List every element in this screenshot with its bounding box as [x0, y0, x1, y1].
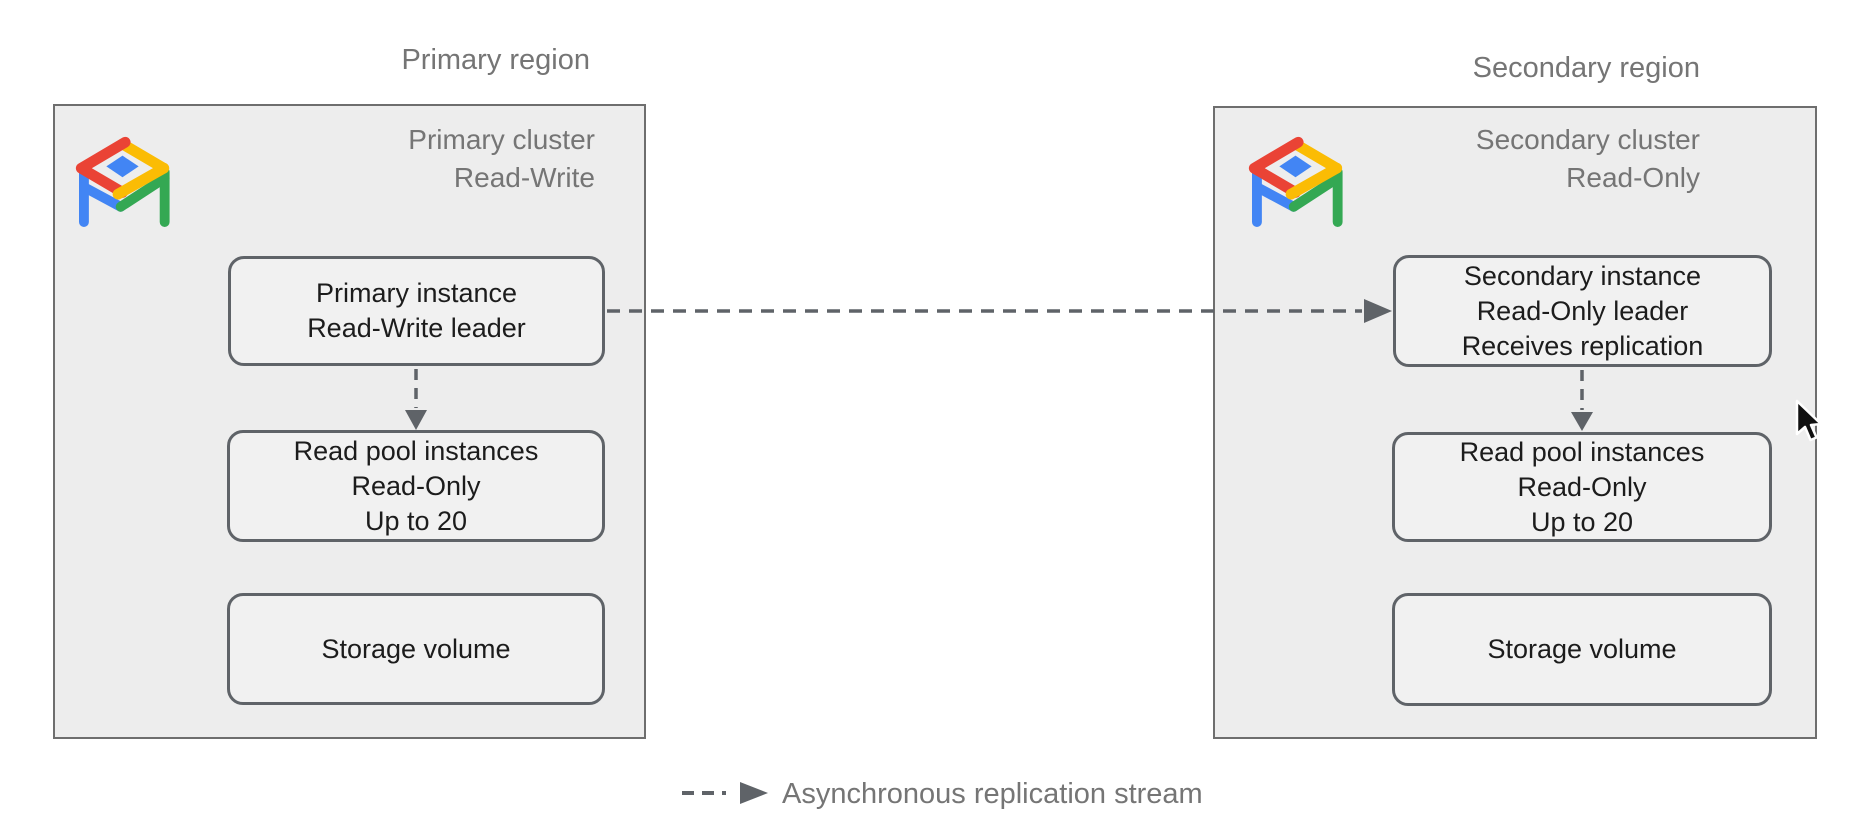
node-text-line: Storage volume: [1487, 634, 1677, 664]
node-text-line: Primary instance: [315, 278, 518, 308]
node-text-line: Receives replication: [1461, 330, 1704, 361]
node-text-line: Read pool instances: [1459, 436, 1705, 467]
node-text-line: Secondary instance: [1463, 260, 1702, 291]
node-text-line: Read-Only: [1517, 471, 1647, 502]
primary-read-pool-node: Read pool instances Read-Only Up to 20: [227, 430, 605, 542]
node-text-line: Storage volume: [321, 633, 511, 664]
primary-region-title: Primary region: [401, 44, 590, 76]
node-text-line: Read-Write leader: [307, 313, 526, 343]
primary-instance-node: Primary instance Read-Write leader: [228, 256, 605, 366]
node-text-line: Read-Only: [351, 470, 481, 501]
legend-label: Asynchronous replication stream: [782, 778, 1203, 810]
primary-storage-volume-node: Storage volume: [227, 593, 605, 705]
primary-cluster-title-line1: Primary cluster: [408, 124, 595, 155]
secondary-region-title: Secondary region: [1472, 52, 1700, 84]
alloydb-logo-icon: [1248, 136, 1343, 227]
secondary-cluster-title-line1: Secondary cluster: [1475, 124, 1700, 155]
secondary-storage-volume-node: Storage volume: [1392, 593, 1772, 706]
secondary-read-pool-node: Read pool instances Read-Only Up to 20: [1392, 432, 1772, 542]
node-text-line: Read-Only leader: [1476, 295, 1689, 326]
node-text-line: Up to 20: [364, 505, 468, 536]
node-text-line: Up to 20: [1530, 506, 1634, 537]
legend-dashed-arrow-icon: [682, 782, 768, 804]
secondary-cluster-title: Secondary cluster Read-Only: [1400, 121, 1700, 197]
primary-cluster-title-line2: Read-Write: [453, 162, 595, 193]
node-text-line: Read pool instances: [293, 435, 539, 466]
alloydb-logo-icon: [75, 136, 170, 227]
secondary-instance-node: Secondary instance Read-Only leader Rece…: [1393, 255, 1772, 367]
primary-cluster-title: Primary cluster Read-Write: [295, 121, 595, 197]
secondary-cluster-title-line2: Read-Only: [1566, 162, 1700, 193]
